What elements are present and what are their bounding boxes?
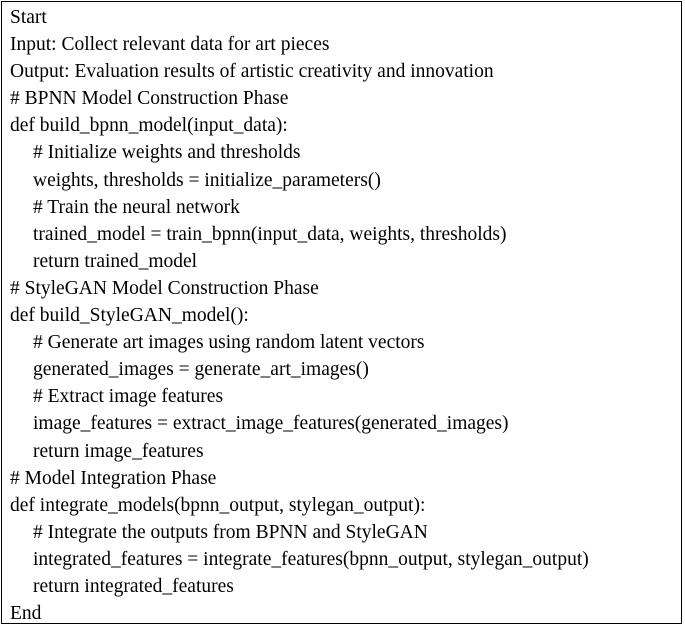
algorithm-line: trained_model = train_bpnn(input_data, w… xyxy=(33,223,507,245)
algorithm-line: # Model Integration Phase xyxy=(10,467,217,489)
algorithm-line: image_features = extract_image_features(… xyxy=(33,413,509,435)
algorithm-line: return integrated_features xyxy=(33,575,234,597)
algorithm-line: Output: Evaluation results of artistic c… xyxy=(10,61,494,83)
algorithm-line: End xyxy=(10,603,42,625)
algorithm-line: return trained_model xyxy=(33,250,198,272)
algorithm-line: # StyleGAN Model Construction Phase xyxy=(10,277,319,299)
algorithm-line: # Extract image features xyxy=(33,386,224,408)
algorithm-line: Start xyxy=(10,7,47,28)
algorithm-line: # Generate art images using random laten… xyxy=(33,332,425,354)
algorithm-line: Input: Collect relevant data for art pie… xyxy=(10,34,330,56)
algorithm-line: # BPNN Model Construction Phase xyxy=(10,88,289,110)
algorithm-line: # Train the neural network xyxy=(33,196,240,218)
algorithm-line: def build_StyleGAN_model(): xyxy=(10,305,249,327)
algorithm-line: def integrate_models(bpnn_output, styleg… xyxy=(10,494,426,516)
algorithm-line: return image_features xyxy=(33,440,204,462)
algorithm-line: generated_images = generate_art_images() xyxy=(33,359,369,381)
algorithm-line: # Integrate the outputs from BPNN and St… xyxy=(33,521,428,543)
algorithm-lines: Start Input: Collect relevant data for a… xyxy=(2,4,681,627)
algorithm-line: weights, thresholds = initialize_paramet… xyxy=(33,169,381,191)
algorithm-line: integrated_features = integrate_features… xyxy=(33,548,589,570)
algorithm-line: # Initialize weights and thresholds xyxy=(33,142,301,164)
algorithm-line: def build_bpnn_model(input_data): xyxy=(10,115,288,137)
